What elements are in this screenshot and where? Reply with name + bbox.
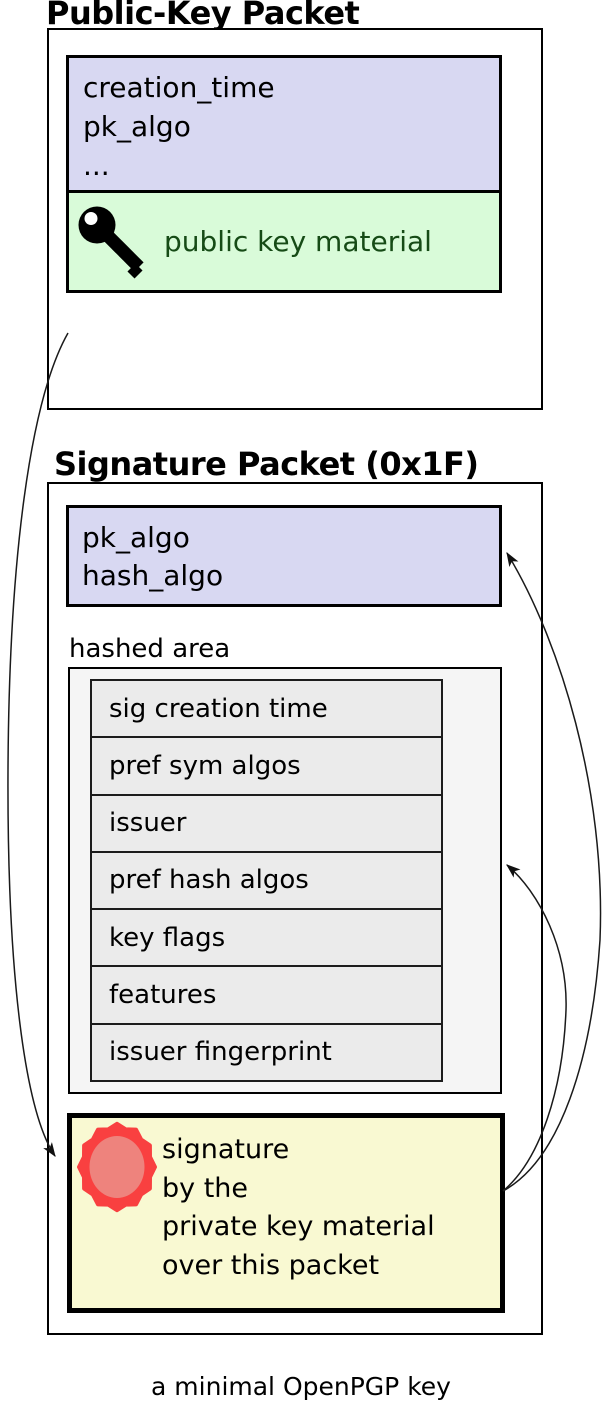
subpacket-row-pref-hash-algos: pref hash algos — [92, 850, 441, 909]
signature-text-line: by the — [162, 1172, 249, 1204]
field-ellipsis: ... — [83, 149, 110, 182]
signature-text-line: private key material — [162, 1211, 435, 1242]
public-key-inner-box: creation_time pk_algo ... public key mat… — [66, 55, 502, 293]
signature-text: signature by the private key material ov… — [162, 1131, 435, 1285]
hashed-subpacket-table: sig creation time pref sym algos issuer … — [90, 679, 443, 1082]
public-key-material-box: public key material — [69, 190, 499, 290]
public-key-material-label: public key material — [164, 225, 432, 258]
subpacket-row-sig-creation-time: sig creation time — [92, 681, 441, 737]
subpacket-row-issuer-fingerprint: issuer fingerprint — [92, 1022, 441, 1080]
field-pk-algo: pk_algo — [82, 521, 190, 554]
key-icon — [78, 206, 144, 279]
field-creation-time: creation_time — [83, 71, 275, 104]
subpacket-row-key-flags: key flags — [92, 908, 441, 966]
hashed-area-label: hashed area — [69, 634, 231, 664]
field-pk-algo: pk_algo — [83, 110, 191, 143]
subpacket-row-features: features — [92, 965, 441, 1023]
figure-caption: a minimal OpenPGP key — [151, 1372, 451, 1401]
public-key-fields-box: creation_time pk_algo ... — [69, 58, 499, 190]
public-key-packet-title: Public-Key Packet — [46, 0, 360, 32]
seal-icon — [77, 1121, 157, 1213]
subpacket-row-issuer: issuer — [92, 793, 441, 851]
signature-packet-title: Signature Packet (0x1F) — [54, 445, 479, 483]
subpacket-row-pref-sym-algos: pref sym algos — [92, 736, 441, 794]
field-hash-algo: hash_algo — [82, 559, 224, 592]
signature-fields-box: pk_algo hash_algo — [66, 505, 502, 607]
signature-text-line: signature — [162, 1134, 290, 1165]
signature-text-line: over this packet — [162, 1249, 380, 1281]
